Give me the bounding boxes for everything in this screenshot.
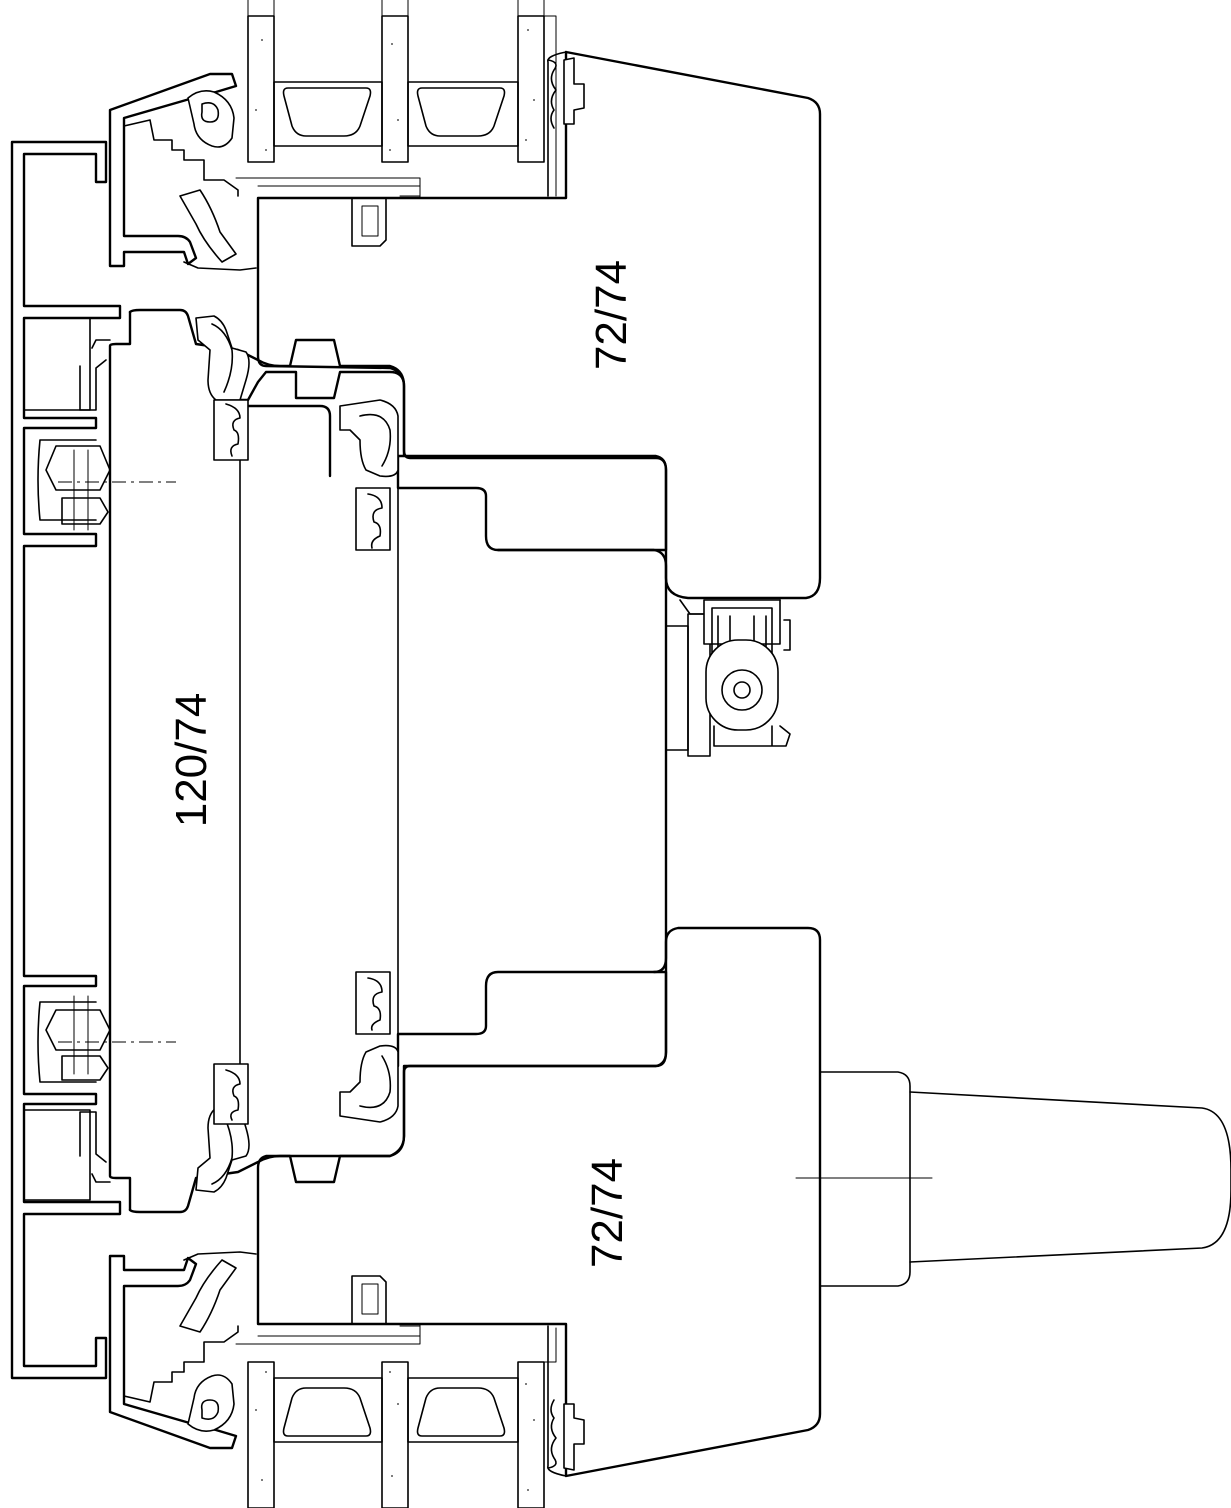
sash-bottom-label: 72/74 — [583, 1158, 632, 1268]
sash-top-label: 72/74 — [587, 260, 636, 370]
frame-anchor-bottom — [37, 995, 176, 1183]
outer-cladding-bottom — [108, 1251, 421, 1450]
frame-center-label: 120/74 — [167, 693, 216, 828]
sash-profile-top — [256, 50, 822, 600]
sash-profile-bottom — [256, 926, 822, 1478]
hinge-hardware — [665, 599, 791, 757]
rebate-seals-top — [195, 315, 399, 551]
outer-casing-profile — [10, 140, 122, 1380]
rebate-seals-bottom — [195, 971, 399, 1193]
window-handle — [795, 1071, 1231, 1287]
frame-anchor-top — [37, 339, 176, 531]
outer-cladding-top — [108, 72, 421, 271]
glazing-unit-top — [247, 0, 557, 197]
glazing-unit-bottom — [247, 1327, 557, 1508]
